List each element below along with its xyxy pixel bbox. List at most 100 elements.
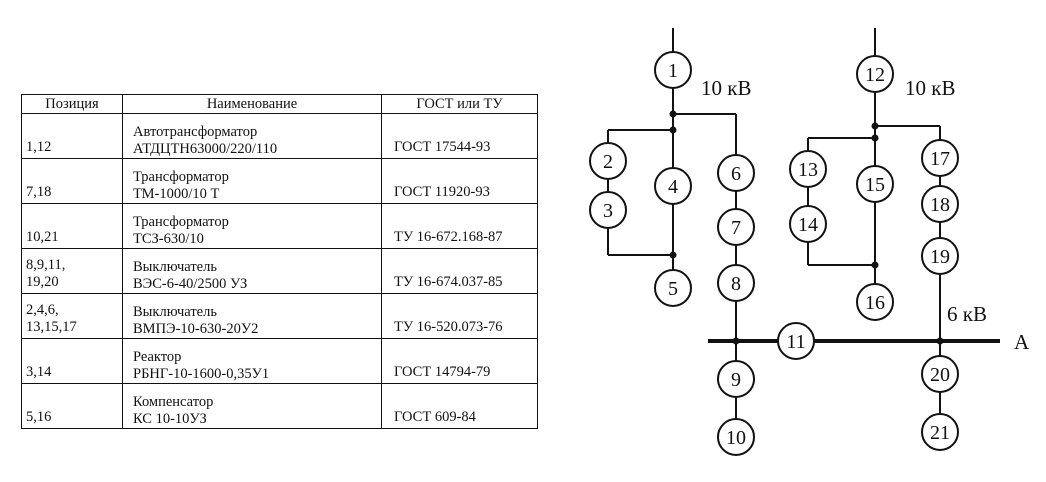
node-label: 17 [930, 148, 950, 170]
node-label: 1 [668, 60, 678, 82]
cell-name-line: Выключатель [133, 304, 217, 320]
node-label: 19 [930, 246, 950, 268]
cell-gost: ТУ 16-674.037-85 [381, 248, 538, 294]
cell-name-line: ВЭС-6-40/2500 УЗ [133, 276, 248, 292]
junction-dot [669, 110, 677, 118]
cell-position-line: 3,14 [26, 364, 52, 380]
junction-dots [669, 110, 944, 345]
node-label: 13 [798, 159, 818, 181]
node-circle [654, 269, 692, 307]
diagram-node-16: 16 [856, 283, 894, 321]
diagram-node-15: 15 [856, 165, 894, 203]
diagram-node-7: 7 [717, 208, 755, 246]
junction-dot [936, 337, 944, 345]
diagram-node-18: 18 [921, 185, 959, 223]
node-circle [921, 413, 959, 451]
node-label: 14 [798, 214, 818, 236]
cell-name-line: РБНГ-10-1600-0,35У1 [133, 366, 270, 382]
diagram-node-1: 1 [654, 51, 692, 89]
node-circle [717, 418, 755, 456]
node-circle [717, 208, 755, 246]
node-label: 20 [930, 364, 950, 386]
cell-position: 10,21 [21, 203, 123, 249]
diagram-node-17: 17 [921, 139, 959, 177]
junction-dot [871, 122, 879, 130]
node-circle [654, 51, 692, 89]
node-circle [789, 150, 827, 188]
cell-position-line: 13,15,17 [26, 319, 77, 335]
node-circle [856, 283, 894, 321]
junction-dot [871, 134, 879, 142]
cell-name-line: Трансформатор [133, 214, 229, 230]
cell-position-line: 7,18 [26, 184, 52, 200]
node-label: 18 [930, 194, 950, 216]
cell-gost: ТУ 16-520.073-76 [381, 293, 538, 339]
junction-dot [669, 126, 677, 134]
cell-position: 7,18 [21, 158, 123, 204]
diagram-node-19: 19 [921, 237, 959, 275]
junction-dot [732, 337, 740, 345]
diagram-node-6: 6 [717, 154, 755, 192]
node-label: 12 [865, 64, 885, 86]
cell-name-line: КС 10-10УЗ [133, 411, 207, 427]
diagram-node-12: 12 [856, 55, 894, 93]
node-circle [856, 55, 894, 93]
diagram-node-20: 20 [921, 355, 959, 393]
node-circle [589, 191, 627, 229]
node-circle [921, 237, 959, 275]
node-label: 4 [668, 176, 678, 198]
cell-name-line: АТДЦТН63000/220/110 [133, 141, 278, 157]
cell-gost-line: ТУ 16-672.168-87 [394, 229, 503, 245]
diagram-node-3: 3 [589, 191, 627, 229]
junction-dot [871, 261, 879, 269]
cell-gost-line: ГОСТ 11920-93 [394, 184, 490, 200]
diagram-node-5: 5 [654, 269, 692, 307]
node-label: 15 [865, 174, 885, 196]
cell-position: 5,16 [21, 383, 123, 429]
diagram-node-11: 11 [777, 322, 815, 360]
node-circle [921, 139, 959, 177]
cell-position-line: 2,4,6, [26, 302, 59, 318]
node-circle [589, 142, 627, 180]
cell-name-line: ВМПЭ-10-630-20У2 [133, 321, 259, 337]
cell-position-line: 8,9,11, [26, 257, 66, 273]
cell-gost-line: ГОСТ 14794-79 [394, 364, 491, 380]
node-label: 2 [603, 151, 613, 173]
cell-position-line: 19,20 [26, 274, 59, 290]
diagram-node-8: 8 [717, 264, 755, 302]
cell-gost-line: ТУ 16-520.073-76 [394, 319, 503, 335]
node-circle [856, 165, 894, 203]
cell-gost: ГОСТ 609-84 [381, 383, 538, 429]
node-circle [654, 167, 692, 205]
bus-label-a: А [1014, 330, 1030, 354]
diagram-node-21: 21 [921, 413, 959, 451]
cell-name-line: ТМ-1000/10 Т [133, 186, 220, 202]
node-label: 21 [930, 422, 950, 444]
cell-name-line: Компенсатор [133, 394, 214, 410]
diagram-node-4: 4 [654, 167, 692, 205]
cell-gost-line: ТУ 16-674.037-85 [394, 274, 503, 290]
cell-name-line: Реактор [133, 349, 182, 365]
cell-position: 3,14 [21, 338, 123, 384]
node-label: 3 [603, 200, 613, 222]
node-circle [777, 322, 815, 360]
diagram-node-10: 10 [717, 418, 755, 456]
cell-gost: ГОСТ 11920-93 [381, 158, 538, 204]
node-label: 10 [726, 427, 746, 449]
cell-position-line: 5,16 [26, 409, 52, 425]
cell-position-line: 1,12 [26, 139, 52, 155]
node-label: 8 [731, 273, 741, 295]
